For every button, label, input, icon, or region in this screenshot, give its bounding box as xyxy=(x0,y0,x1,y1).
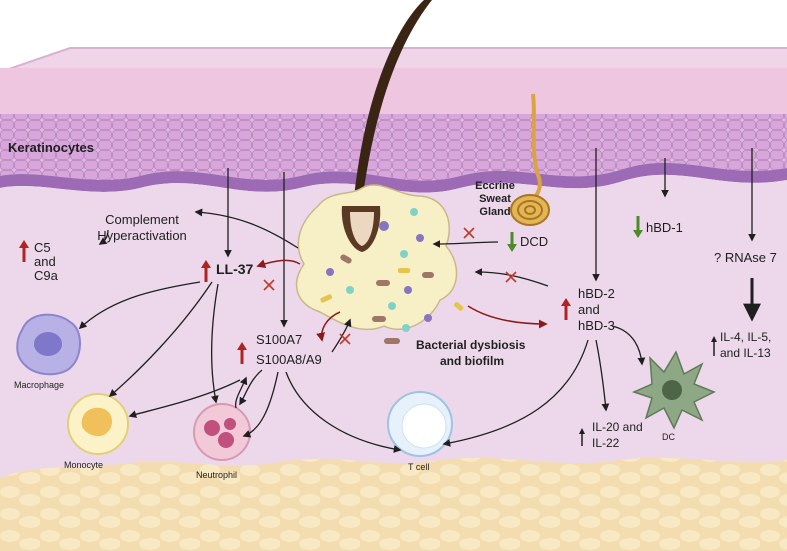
bacterial-label-1: Bacterial dysbiosis xyxy=(416,338,526,352)
red-arrows xyxy=(256,259,548,342)
monocyte-label: Monocyte xyxy=(64,460,104,470)
up-arrow-icon xyxy=(561,298,571,320)
hbd3-label: hBD-3 xyxy=(578,318,615,333)
c5-and-label: and xyxy=(34,254,56,269)
complement-label: Complement xyxy=(105,212,179,227)
bacteria xyxy=(320,208,464,344)
up-arrow-icon xyxy=(19,240,29,262)
macrophage-cell xyxy=(16,313,81,376)
dendritic-cell xyxy=(631,350,716,430)
surface-edge xyxy=(0,47,787,73)
s100a7-label: S100A7 xyxy=(256,332,303,347)
hbd2-label: hBD-2 xyxy=(578,286,615,301)
keratinocytes-label: Keratinocytes xyxy=(8,140,94,155)
up-arrow-icon xyxy=(579,428,585,446)
il20-label: IL-20 and xyxy=(592,420,643,434)
c5-label: C5 xyxy=(34,240,51,255)
arrows xyxy=(78,148,761,453)
eccrine-label: Eccrine xyxy=(475,180,515,192)
gland-label: Gland xyxy=(479,206,511,218)
dcd-label: DCD xyxy=(520,234,549,249)
follicle-bulb xyxy=(350,212,374,246)
biofilm-cluster xyxy=(295,184,458,331)
up-arrow-icon xyxy=(711,336,717,356)
up-arrow-icon xyxy=(237,342,247,364)
dc-label: DC xyxy=(662,432,675,442)
ll37-label: LL-37 xyxy=(216,261,254,277)
basal-layer xyxy=(0,162,787,193)
t-cell-label: T cell xyxy=(408,462,430,472)
c9a-label: C9a xyxy=(34,268,58,283)
t-cell xyxy=(387,391,453,457)
il13-label: and IL-13 xyxy=(720,346,771,360)
il22-label: IL-22 xyxy=(592,436,620,450)
subcutaneous-fat xyxy=(0,457,787,551)
neutrophil-cell xyxy=(193,403,251,461)
rnase7-label: ? RNAse 7 xyxy=(714,250,777,265)
bacterial-label-2: and biofilm xyxy=(440,354,504,368)
down-arrow-icon xyxy=(507,232,517,252)
sweat-gland-coil xyxy=(510,194,550,226)
stratum-corneum-band xyxy=(0,68,787,116)
regulation-indicators xyxy=(19,216,717,446)
macrophage-label: Macrophage xyxy=(14,380,65,390)
epidermis xyxy=(0,114,787,181)
il4-label: IL-4, IL-5, xyxy=(720,330,772,344)
up-arrow-icon xyxy=(201,260,211,282)
neutrophil-label: Neutrophil xyxy=(196,470,238,480)
down-arrow-icon xyxy=(633,216,643,238)
hbd-and-label: and xyxy=(578,302,600,317)
inhibition-marks xyxy=(263,227,517,345)
monocyte-cell xyxy=(67,393,129,455)
hbd1-label: hBD-1 xyxy=(646,220,683,235)
sweat-label: Sweat xyxy=(479,193,511,205)
hyperactivation-label: Hyperactivation xyxy=(97,228,187,243)
s100a8a9-label: S100A8/A9 xyxy=(256,352,322,367)
